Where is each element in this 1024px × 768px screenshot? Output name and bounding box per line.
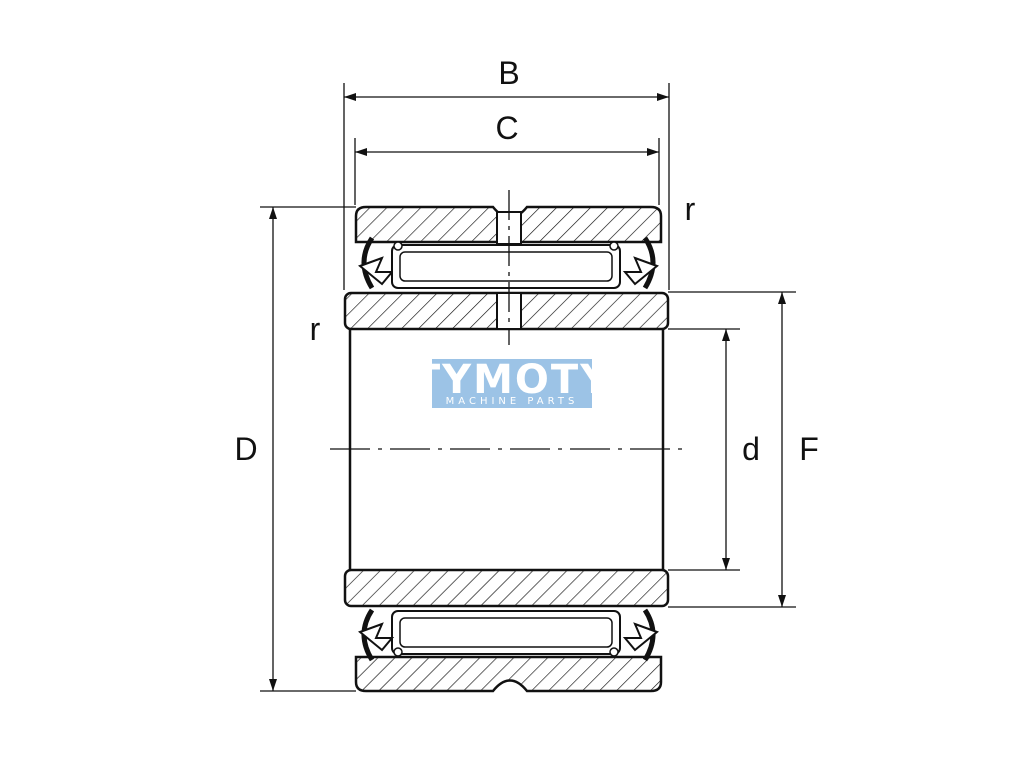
label-D: D	[234, 431, 257, 467]
needle-roller-bottom	[391, 610, 621, 657]
seal-left-bottom	[358, 608, 395, 662]
dimension-lines	[260, 83, 796, 692]
label-F: F	[799, 431, 819, 467]
outer-ring-top	[354, 205, 663, 245]
inner-ring-bottom	[343, 568, 670, 608]
seal-right-bottom	[622, 608, 659, 662]
label-B: B	[498, 55, 519, 91]
label-r-top: r	[685, 191, 696, 227]
needle-roller-top	[391, 241, 621, 289]
label-C: C	[495, 110, 518, 146]
seal-right-top	[622, 236, 659, 290]
tymoty-watermark-logo: TYMOTY MACHINE PARTS	[413, 357, 611, 408]
inner-ring-top	[343, 291, 670, 331]
seal-left-top	[358, 236, 395, 290]
label-r-left: r	[310, 311, 321, 347]
center-lines	[330, 190, 686, 450]
logo-brand: TYMOTY	[413, 357, 611, 403]
label-d: d	[742, 431, 760, 467]
logo-subtitle: MACHINE PARTS	[446, 396, 579, 407]
outer-ring-bottom	[354, 655, 663, 693]
